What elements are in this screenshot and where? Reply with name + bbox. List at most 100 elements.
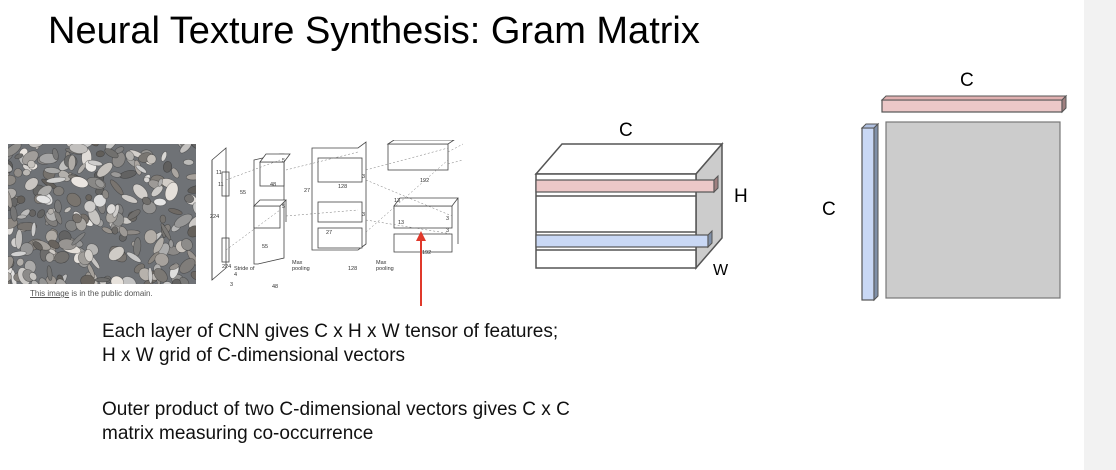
stone-shape (8, 271, 12, 283)
cnn-diagram-label: 128 (348, 266, 357, 272)
stone-shape (141, 196, 152, 206)
stone-shape (70, 176, 89, 188)
cnn-diagram-label: 3 (362, 174, 365, 180)
cnn-diagram-label: 27 (304, 188, 310, 194)
paragraph-cnn-tensor: Each layer of CNN gives C x H x W tensor… (102, 321, 559, 366)
stone-shape (54, 199, 62, 214)
stone-shape (38, 277, 50, 284)
slide-title: Neural Texture Synthesis: Gram Matrix (48, 10, 700, 52)
image-credit-text: is in the public domain. (69, 289, 153, 298)
cnn-diagram-label: 192 (420, 178, 429, 184)
stone-shape (143, 176, 150, 183)
cnn-diagram-label: 48 (270, 182, 276, 188)
stone-shape (152, 237, 165, 255)
stone-shape (24, 177, 39, 191)
stone-shape (28, 144, 46, 148)
stone-shape (64, 206, 72, 213)
stone-shape (87, 144, 99, 147)
stone-shape (47, 208, 55, 215)
stone-shape (84, 249, 94, 262)
cnn-diagram-label: 11 (216, 170, 222, 176)
stone-shape (95, 179, 105, 188)
stone-shape (183, 159, 194, 166)
stone-shape (169, 263, 180, 271)
right-sidebar-panel (1084, 0, 1116, 470)
slide: Neural Texture Synthesis: Gram Matrix Th… (8, 10, 1068, 444)
stone-shape (45, 176, 67, 184)
stone-shape (95, 150, 105, 158)
stone-shape (52, 148, 59, 161)
image-credit: This image is in the public domain. (30, 289, 153, 298)
stone-shape (16, 258, 25, 267)
image-credit-link[interactable]: This image (30, 289, 70, 298)
stone-shape (53, 186, 65, 197)
cnn-diagram-label: 13 (398, 220, 404, 226)
stone-shape (44, 167, 61, 174)
gram-label-c-top: C (960, 70, 974, 91)
cnn-diagram-label: 13 (394, 198, 400, 204)
stone-shape (29, 272, 38, 281)
stone-shape (187, 184, 196, 194)
stone-shape (188, 215, 196, 229)
cnn-diagram-label: 3 (446, 216, 449, 222)
stone-shape (15, 229, 23, 250)
red-arrow (416, 231, 426, 306)
stone-shape (94, 277, 111, 283)
cnn-diagram-label: 128 (338, 184, 347, 190)
cnn-diagram-label: 3 (230, 282, 233, 288)
stone-shape (135, 164, 147, 174)
cnn-diagram-label: 55 (262, 244, 268, 250)
stone-shape (171, 278, 181, 284)
stone-shape (96, 162, 113, 178)
stone-shape (111, 226, 119, 235)
stone-shape (147, 267, 153, 284)
stone-shape (157, 178, 163, 187)
stone-shape (159, 214, 167, 224)
tensor-diagram (534, 141, 724, 271)
gram-matrix-diagram (860, 94, 1068, 302)
stone-shape (14, 153, 24, 160)
stone-shape (72, 213, 82, 224)
stone-shape (162, 281, 172, 284)
stone-shape (144, 229, 158, 245)
stone-shape (153, 268, 168, 283)
tensor-label-w: W (713, 262, 729, 279)
cnn-diagram-label: 3 (446, 228, 449, 234)
paragraph-outer-product: Outer product of two C-dimensional vecto… (102, 399, 570, 444)
stone-shape (150, 185, 164, 197)
stone-shape (153, 198, 167, 207)
stone-shape (54, 210, 63, 225)
stone-shape (168, 208, 183, 215)
stone-shape (67, 154, 76, 171)
stone-shape (77, 163, 86, 174)
stone-shape (80, 274, 96, 284)
stone-shape (54, 251, 70, 264)
stone-shape (184, 194, 195, 204)
stone-shape (30, 279, 41, 284)
stone-shape (13, 168, 23, 178)
stone-shape (16, 214, 27, 220)
stone-shape (66, 192, 82, 207)
stone-shape (168, 239, 174, 249)
stone-shape (179, 276, 190, 284)
stone-shape (8, 144, 22, 157)
cnn-diagram-label: 224 (222, 264, 231, 270)
stone-shape (121, 276, 137, 284)
stone-shape (187, 225, 196, 238)
stone-shape (31, 222, 37, 237)
cnn-diagram-label: 3 (362, 212, 365, 218)
cnn-diagram-label: 192 (422, 250, 431, 256)
stone-shape (192, 202, 196, 215)
stone-shape (126, 251, 142, 263)
stone-shape (32, 241, 43, 251)
stone-shape (83, 200, 96, 213)
stone-shape (109, 179, 124, 196)
stone-shape (127, 209, 141, 220)
stone-shape (190, 270, 196, 281)
stone-shape (121, 194, 138, 204)
cnn-diagram-label: 27 (326, 230, 332, 236)
cnn-diagram-label: 5 (282, 158, 285, 164)
